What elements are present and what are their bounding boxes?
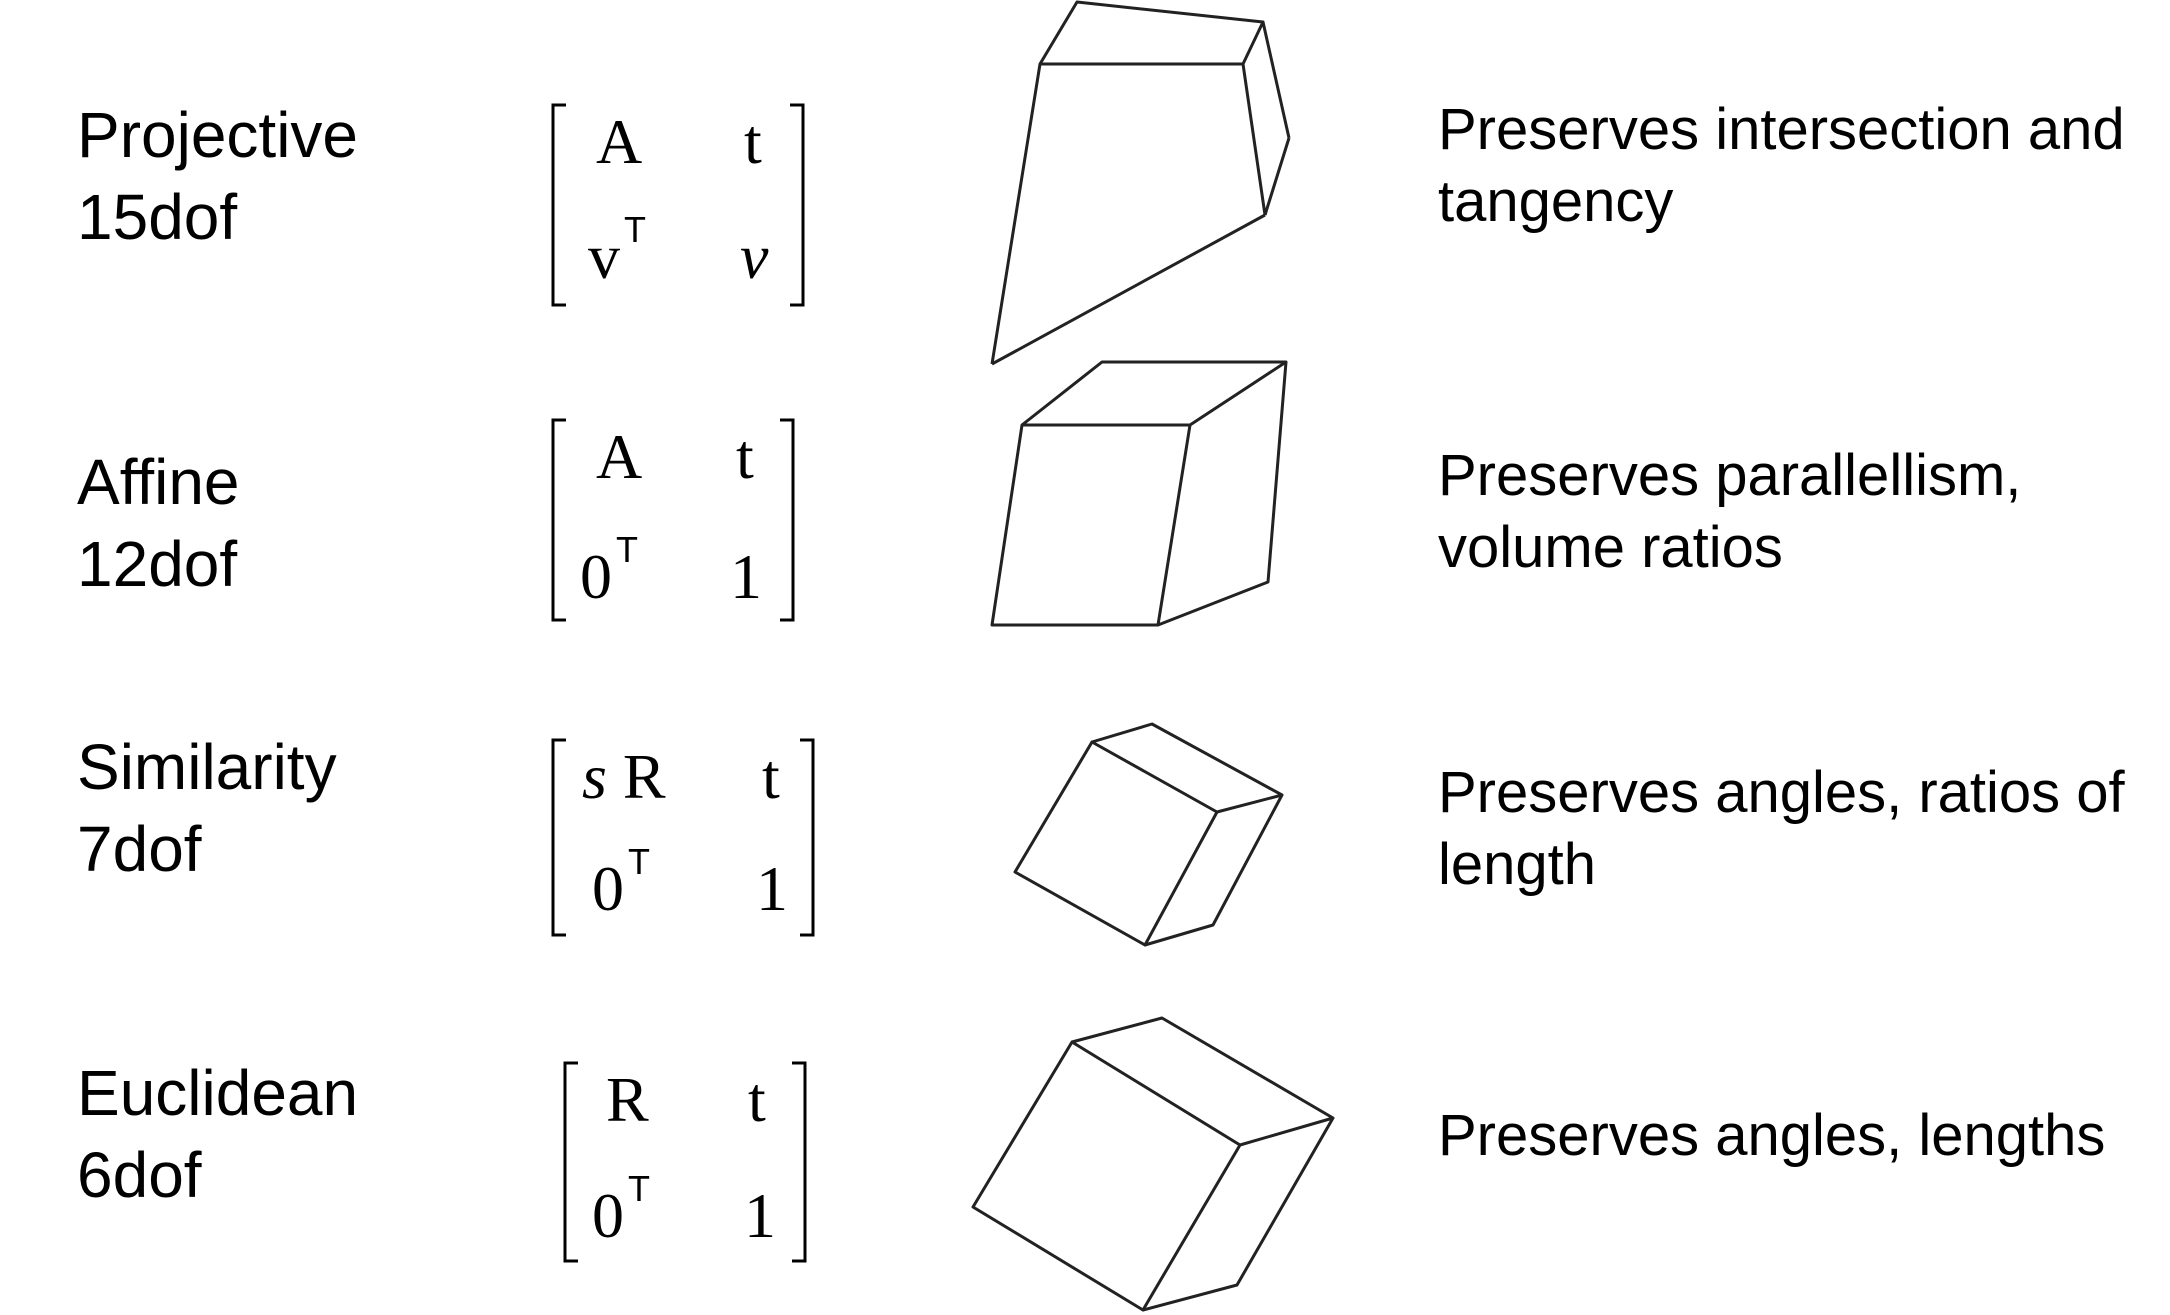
transform-name: Euclidean <box>77 1057 359 1129</box>
matrix-cell-d: 1 <box>756 853 788 924</box>
matrix-cell-b: t <box>736 421 754 492</box>
transform-label: Similarity 7dof <box>77 726 337 890</box>
projective-cube-figure <box>990 0 1291 366</box>
transform-dof: 6dof <box>77 1139 202 1211</box>
transform-dof: 15dof <box>77 181 238 253</box>
euclidean-cube-figure <box>971 1016 1335 1312</box>
transform-label: Affine 12dof <box>77 441 240 605</box>
matrix-brackets <box>551 738 815 937</box>
matrix-cell-b: t <box>762 741 780 812</box>
transform-name: Similarity <box>77 731 337 803</box>
transform-name: Affine <box>77 446 240 518</box>
transform-dof: 12dof <box>77 528 238 600</box>
similarity-cube-figure <box>1013 722 1284 947</box>
matrix-brackets <box>551 103 805 307</box>
matrix-cell-d: v <box>740 221 769 292</box>
transform-description: Preserves intersection and tangency <box>1438 97 2125 234</box>
transform-dof: 7dof <box>77 813 202 885</box>
matrix-cell-a: A <box>596 106 643 177</box>
transform-description: Preserves angles, lengths <box>1438 1103 2106 1168</box>
matrix-cell-b: t <box>744 106 762 177</box>
matrix-cell-a: R <box>606 1064 649 1135</box>
matrix-cell-d: 1 <box>730 541 762 612</box>
transform-name: Projective <box>77 99 358 171</box>
matrix-cell-b: t <box>748 1064 766 1135</box>
transform-description: Preserves angles, ratios of length <box>1438 760 2125 897</box>
matrix-cell-a: A <box>596 421 643 492</box>
transform-description: Preserves parallellism, volume ratios <box>1438 443 2022 580</box>
transform-label: Projective 15dof <box>77 94 358 258</box>
affine-cube-figure <box>990 360 1288 627</box>
matrix-brackets <box>551 418 795 622</box>
matrix-cell-a: s R <box>582 741 666 812</box>
transform-label: Euclidean 6dof <box>77 1052 358 1216</box>
matrix-cell-d: 1 <box>744 1180 776 1251</box>
matrix-brackets <box>563 1061 807 1263</box>
